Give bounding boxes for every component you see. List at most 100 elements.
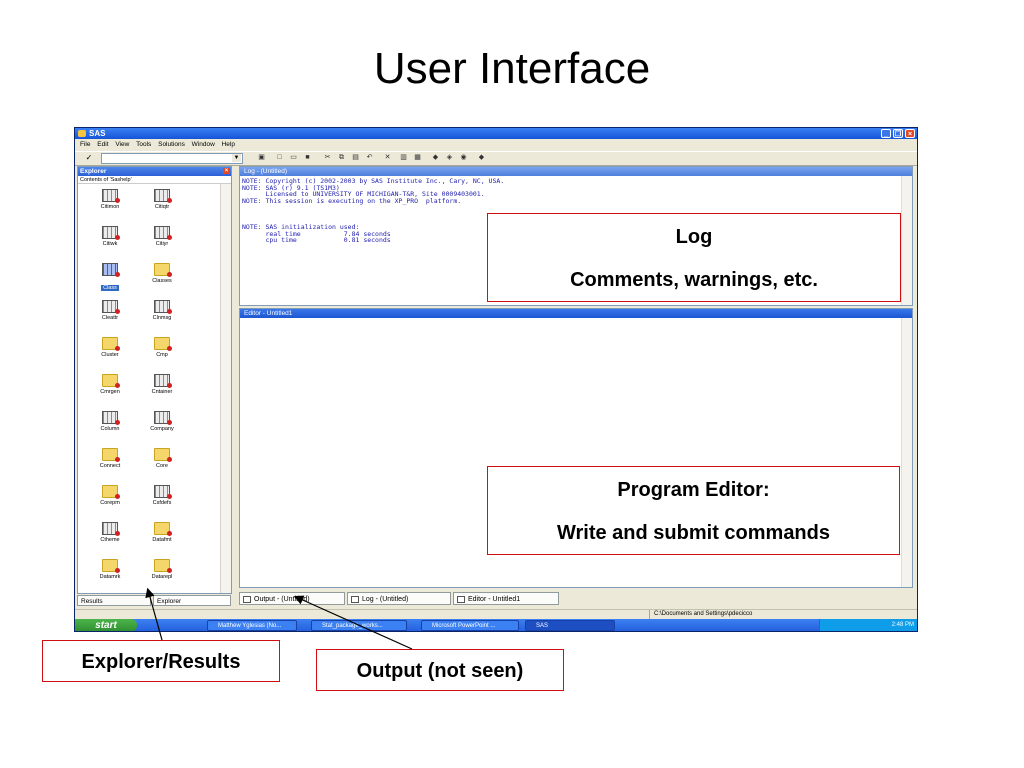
break-icon[interactable]: ◉ (460, 154, 467, 161)
editor-icon (457, 596, 465, 603)
badge-dot-icon (115, 198, 120, 203)
new-icon[interactable]: □ (277, 154, 282, 161)
table-icon (154, 411, 172, 425)
restore-icon[interactable]: ❐ (893, 129, 903, 138)
table-icon (102, 411, 120, 425)
badge-dot-icon (167, 420, 172, 425)
log-title: Log - (Untitled) (240, 167, 912, 176)
explorer-item-label: Citiyr (155, 241, 169, 247)
explorer-item-label: Citimon (100, 204, 120, 210)
explorer-item[interactable]: Corepm (90, 485, 130, 521)
explorer-item[interactable]: Citimon (90, 189, 130, 225)
explorer-item[interactable]: Citiqtr (142, 189, 182, 225)
explorer-item-label: Cntainer (151, 389, 173, 395)
menu-file[interactable]: File (80, 141, 91, 148)
explorer-item[interactable]: Class (90, 263, 130, 299)
save-icon[interactable]: ■ (305, 154, 310, 161)
taskbar: start Matthew Yglesias (No... Stat_packa… (75, 619, 917, 631)
explorer-tabs: Results Explorer (77, 595, 232, 607)
tab-explorer[interactable]: Explorer (153, 595, 231, 606)
badge-dot-icon (115, 235, 120, 240)
help-book-icon[interactable]: ◆ (478, 154, 485, 161)
tab-editor[interactable]: Editor - Untitled1 (453, 592, 559, 605)
explorer-item[interactable]: Cmrgen (90, 374, 130, 410)
clear-icon[interactable]: ✕ (384, 154, 391, 161)
table-icon (102, 189, 120, 203)
table-icon (154, 189, 172, 203)
tab-results[interactable]: Results (77, 595, 151, 606)
run-icon[interactable]: ◆ (432, 154, 439, 161)
explorer-item-label: Connect (99, 463, 121, 469)
system-tray: 2:48 PM (819, 619, 917, 631)
task-powerpoint[interactable]: Microsoft PowerPoint ... (421, 620, 519, 631)
task-sas[interactable]: SAS (525, 620, 615, 631)
badge-dot-icon (115, 568, 120, 573)
explorer-item[interactable]: Csfdefs (142, 485, 182, 521)
explorer-scrollbar[interactable] (220, 184, 231, 593)
tab-log-label: Log - (Untitled) (362, 596, 409, 603)
explorer-toggle-icon[interactable]: ▣ (258, 154, 265, 161)
explorer-item[interactable]: Datafmt (142, 522, 182, 558)
explorer-item[interactable]: Classes (142, 263, 182, 299)
menu-bar: File Edit View Tools Solutions Window He… (75, 140, 917, 150)
editor-scrollbar[interactable] (901, 318, 912, 587)
badge-dot-icon (115, 531, 120, 536)
log-scrollbar[interactable] (901, 176, 912, 305)
menu-edit[interactable]: Edit (97, 141, 109, 148)
table-icon (154, 300, 172, 314)
explorer-item[interactable]: Cleattr (90, 300, 130, 336)
title-bar[interactable]: SAS _ ❐ × (75, 128, 917, 139)
explorer-item[interactable]: Column (90, 411, 130, 447)
menu-help[interactable]: Help (221, 141, 235, 148)
explorer-item[interactable]: Ctheme (90, 522, 130, 558)
table-icon (102, 226, 120, 240)
command-input[interactable] (101, 153, 243, 164)
table-icon (154, 374, 172, 388)
copy-icon[interactable]: ⧉ (339, 154, 344, 161)
badge-dot-icon (115, 420, 120, 425)
explorer-item[interactable]: Cntainer (142, 374, 182, 410)
cut-icon[interactable]: ✂ (324, 154, 331, 161)
explorer-close-icon[interactable]: × (223, 168, 230, 174)
explorer-item-label: Csfdefs (152, 500, 172, 506)
table-icon (102, 522, 120, 536)
command-dropdown-icon[interactable]: ▼ (232, 154, 241, 162)
folder-icon (102, 337, 120, 351)
explorer-item[interactable]: Core (142, 448, 182, 484)
explorer-item-label: Citiwk (102, 241, 118, 247)
task-stat-package[interactable]: Stat_package_works... (311, 620, 407, 631)
explorer-item[interactable]: Citiwk (90, 226, 130, 262)
badge-dot-icon (167, 235, 172, 240)
tree-icon[interactable]: ▦ (414, 154, 421, 161)
menu-window[interactable]: Window (191, 141, 215, 148)
explorer-item-label: Cmrgen (100, 389, 120, 395)
paste-icon[interactable]: ▤ (352, 154, 359, 161)
close-icon[interactable]: × (905, 129, 915, 138)
explorer-panel: Explorer × Contents of 'Sashelp' Citimon… (77, 166, 232, 594)
explorer-header: Explorer × (78, 167, 231, 176)
menu-solutions[interactable]: Solutions (158, 141, 185, 148)
explorer-item[interactable]: Cluster (90, 337, 130, 373)
tab-output[interactable]: Output - (Untitled) (239, 592, 345, 605)
tab-log[interactable]: Log - (Untitled) (347, 592, 451, 605)
badge-dot-icon (167, 309, 172, 314)
start-button[interactable]: start (75, 619, 137, 631)
explorer-item[interactable]: Datarepl (142, 559, 182, 593)
open-icon[interactable]: ▭ (290, 154, 297, 161)
explorer-item[interactable]: Clnmsg (142, 300, 182, 336)
explorer-item[interactable]: Citiyr (142, 226, 182, 262)
log-callout-desc: Comments, warnings, etc. (570, 269, 818, 291)
stop-icon[interactable]: ◈ (446, 154, 453, 161)
undo-icon[interactable]: ↶ (366, 154, 373, 161)
submit-check-button[interactable]: ✓ (85, 153, 93, 162)
explorer-item[interactable]: Datamrk (90, 559, 130, 593)
menu-tools[interactable]: Tools (136, 141, 152, 148)
menu-view[interactable]: View (115, 141, 130, 148)
explorer-item-label: Corepm (100, 500, 120, 506)
explorer-item[interactable]: Connect (90, 448, 130, 484)
explorer-item[interactable]: Company (142, 411, 182, 447)
libraries-icon[interactable]: ▥ (400, 154, 407, 161)
minimize-icon[interactable]: _ (881, 129, 891, 138)
explorer-item[interactable]: Cmp (142, 337, 182, 373)
task-matthew-yglesias[interactable]: Matthew Yglesias (No... (207, 620, 297, 631)
